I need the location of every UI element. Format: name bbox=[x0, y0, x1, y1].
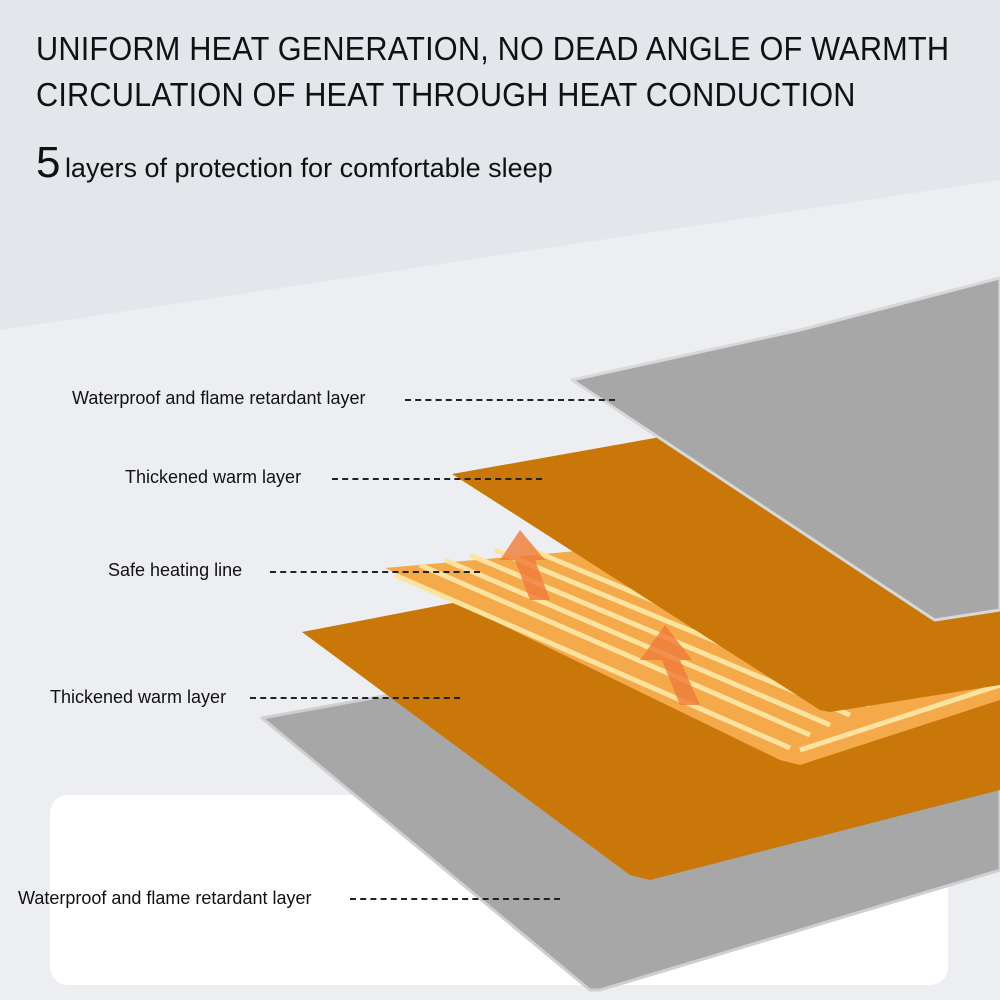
top-gray-layer bbox=[570, 276, 1000, 622]
layer-label-3: Safe heating line bbox=[108, 560, 243, 580]
heat-arrow-icon bbox=[500, 530, 550, 600]
subtitle-number: 5 bbox=[36, 138, 61, 187]
leader-line-4 bbox=[250, 697, 460, 699]
leader-line-3 bbox=[270, 571, 480, 573]
headline-line-2: CIRCULATION OF HEAT THROUGH HEAT CONDUCT… bbox=[36, 76, 856, 113]
layer-label-4: Thickened warm layer bbox=[50, 687, 227, 707]
subtitle-text: layers of protection for comfortable sle… bbox=[64, 153, 553, 183]
subtitle: 5 layers of protection for comfortable s… bbox=[36, 138, 553, 188]
leader-line-2 bbox=[332, 478, 542, 480]
layer-label-5: Waterproof and flame retardant layer bbox=[18, 888, 312, 908]
layer-label-2: Thickened warm layer bbox=[125, 467, 302, 487]
heat-arrow-icon bbox=[640, 625, 700, 705]
headline-line-1: UNIFORM HEAT GENERATION, NO DEAD ANGLE O… bbox=[36, 30, 950, 67]
leader-line-5 bbox=[350, 898, 560, 900]
leader-line-1 bbox=[405, 399, 615, 401]
layer-label-1: Waterproof and flame retardant layer bbox=[72, 388, 366, 408]
